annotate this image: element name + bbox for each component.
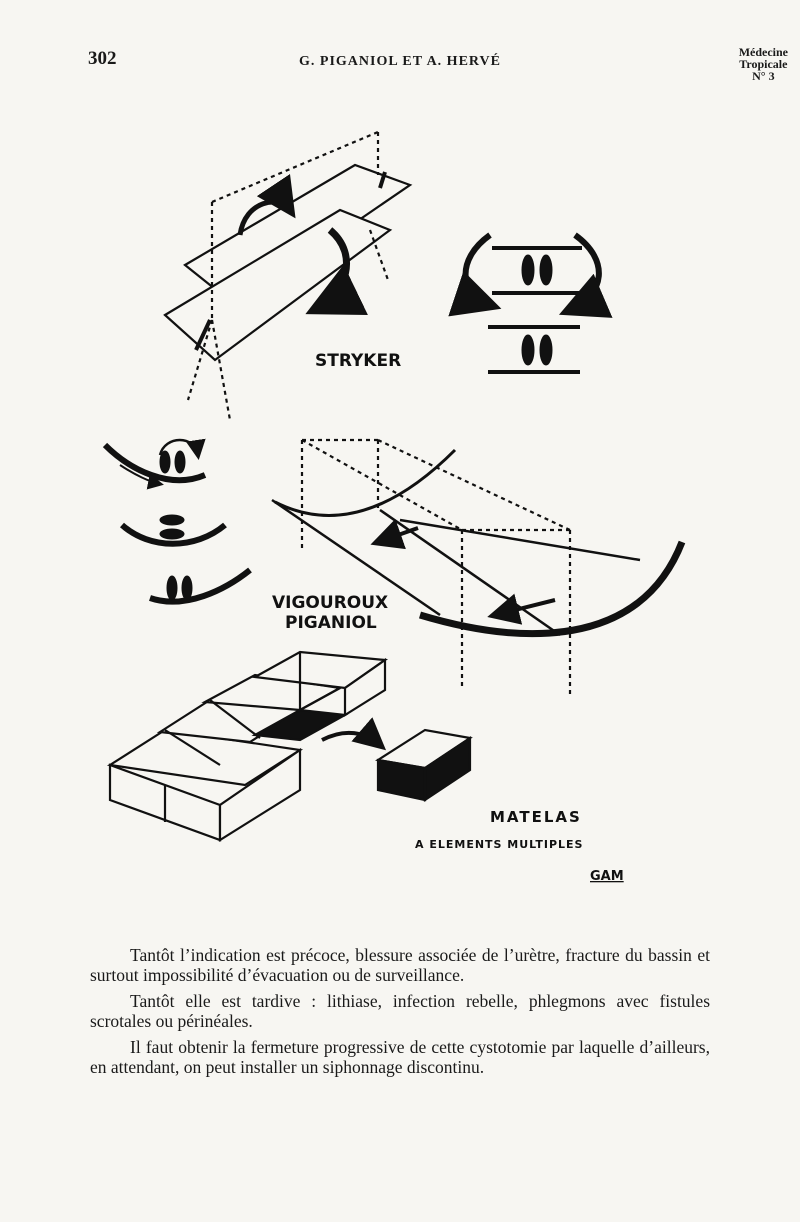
rotation-schematic [448,232,613,374]
vigouroux-piganiol-drawing [271,438,686,695]
journal-line: Tropicale [739,57,788,71]
paragraph: Il faut obtenir la fermeture progressive… [90,1037,710,1077]
positions-drawing [102,438,252,605]
running-title: G. PIGANIOL ET A. HERVÉ [299,54,501,69]
signature-gam: GAM [590,869,624,884]
stryker-frame-drawing [163,130,413,421]
paragraph: Tantôt elle est tardive : lithiase, infe… [90,991,710,1031]
figure-illustration: STRYKER VIGOUROUX P [102,130,686,884]
label-stryker: STRYKER [315,351,401,371]
journal-block: Médecine Tropicale N° 3 [739,46,788,82]
journal-line: Médecine [738,45,788,59]
mattress-drawing [106,650,473,842]
page-number: 302 [88,48,117,69]
label-elements-multiples: A ELEMENTS MULTIPLES [415,838,583,851]
paragraph: Tantôt l’indication est précoce, blessur… [90,945,710,985]
body-text: Tantôt l’indication est précoce, blessur… [90,945,710,1083]
label-piganiol: PIGANIOL [285,613,377,633]
label-matelas: MATELAS [490,808,582,826]
journal-line: N° 3 [752,69,775,83]
label-vigouroux: VIGOUROUX [272,593,388,613]
